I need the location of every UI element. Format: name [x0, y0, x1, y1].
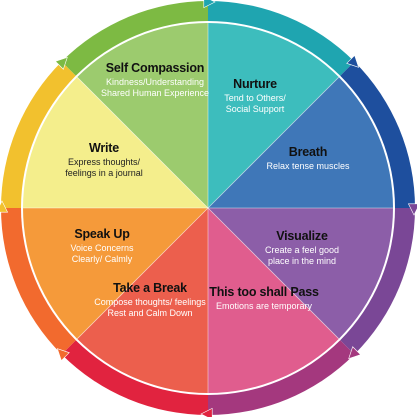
wedge-speak-up [23, 208, 208, 339]
wedge-self-compassion [77, 23, 208, 208]
segment-description: Rest and Calm Down [107, 308, 192, 318]
wedge-write [23, 77, 208, 208]
arrow-icon [54, 56, 68, 70]
segment-title: Write [89, 141, 119, 155]
wedge-nurture [208, 23, 339, 208]
segment-description: Express thoughts/ [68, 157, 141, 167]
wedge-breath [208, 77, 393, 208]
wedges [23, 23, 393, 393]
segment-description: Compose thoughts/ feelings [94, 297, 206, 307]
segment-title: This too shall Pass [209, 285, 319, 299]
segment-description: Tend to Others/ [224, 93, 286, 103]
segment-title: Speak Up [74, 227, 130, 241]
wedge-labels: Self CompassionKindness/UnderstandingSha… [65, 61, 350, 318]
segment-title: Breath [289, 145, 327, 159]
segment-description: Voice Concerns [70, 243, 134, 253]
segment-title: Visualize [276, 229, 328, 243]
segment-title: Nurture [233, 77, 277, 91]
wedge-take-a-break [77, 208, 208, 393]
segment-description: Shared Human Experience [101, 88, 209, 98]
arrow-icon [0, 200, 9, 213]
wedge-divider [207, 76, 340, 209]
segment-description: Create a feel good [265, 245, 339, 255]
segment-description: Kindness/Understanding [106, 77, 204, 87]
segment-title: Self Compassion [106, 61, 204, 75]
arrow-icon [203, 0, 216, 9]
wedge-divider [76, 76, 209, 209]
segment-description: Clearly/ Calmly [72, 254, 133, 264]
segment-title: Take a Break [113, 281, 187, 295]
arrow-icon [348, 346, 362, 360]
wedge-divider [207, 207, 340, 340]
wedge-visualize [208, 208, 393, 339]
wedge-divider [76, 207, 209, 340]
segment-description: place in the mind [268, 256, 336, 266]
segment-description: Relax tense muscles [266, 161, 350, 171]
segment-description: Social Support [226, 104, 285, 114]
arrow-icon [56, 348, 70, 362]
segment-description: Emotions are temporary [216, 301, 313, 311]
wedge-this-too-shall-pass [208, 208, 339, 393]
segment-description: feelings in a journal [65, 168, 143, 178]
arrow-icon [346, 54, 360, 68]
label-self-compassion: Self CompassionKindness/UnderstandingSha… [101, 61, 209, 98]
